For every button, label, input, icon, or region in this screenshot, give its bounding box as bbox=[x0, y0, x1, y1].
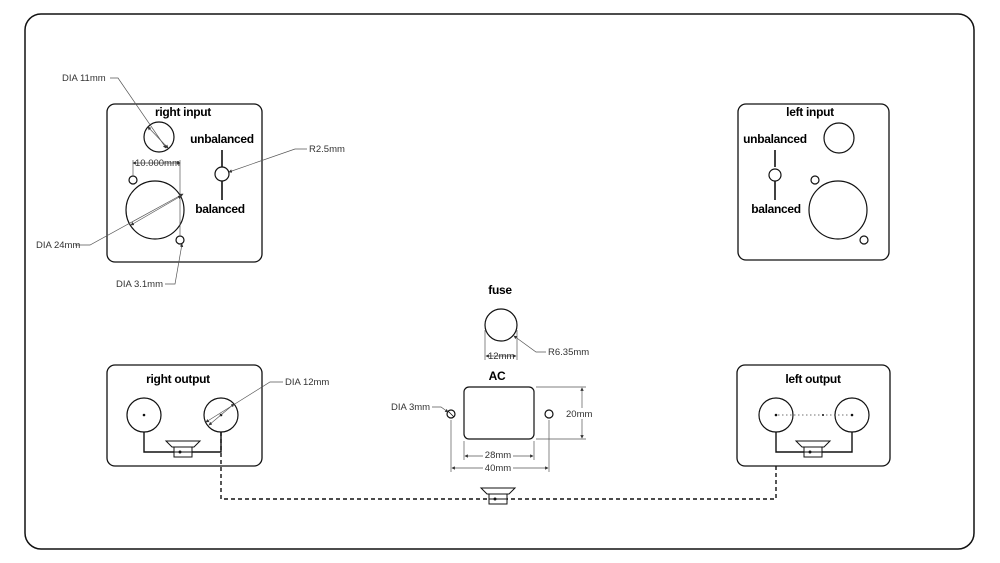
dim-dia-24mm: DIA 24mm bbox=[36, 240, 80, 251]
dim-fuse-12mm: 12mm bbox=[488, 351, 514, 362]
right-input-xlr-screw-bottom bbox=[175, 235, 185, 245]
dim-20mm: 20mm bbox=[566, 409, 592, 420]
dim-10mm: 10.000mm bbox=[135, 158, 180, 169]
dim-dia-12mm: DIA 12mm bbox=[285, 377, 329, 388]
dim-28mm: 28mm bbox=[485, 450, 511, 461]
dim-r-6-35mm: R6.35mm bbox=[548, 347, 589, 358]
right-input-title: right input bbox=[155, 105, 211, 119]
center-speaker-icon bbox=[479, 487, 517, 505]
left-input-panel: left input unbalanced balanced bbox=[737, 103, 890, 261]
right-input-xlr-hole bbox=[125, 180, 185, 240]
left-output-speaker-icon bbox=[794, 440, 832, 458]
left-input-rca-hole bbox=[823, 122, 855, 154]
dim-dia-11mm: DIA 11mm bbox=[62, 73, 106, 84]
ac-title: AC bbox=[489, 369, 506, 383]
dim-r-2-5mm: R2.5mm bbox=[309, 144, 345, 155]
right-output-title: right output bbox=[146, 372, 210, 386]
ac-inlet-cutout bbox=[463, 386, 535, 440]
right-input-xlr-screw-top bbox=[128, 175, 138, 185]
right-output-panel: right output DIA 12mm bbox=[106, 364, 329, 467]
left-input-balanced-label: balanced bbox=[751, 202, 801, 216]
dim-40mm: 40mm bbox=[485, 463, 511, 474]
right-output-speaker-icon bbox=[164, 440, 202, 458]
right-input-balanced-label: balanced bbox=[195, 202, 245, 216]
right-input-unbalanced-label: unbalanced bbox=[190, 132, 254, 146]
right-input-switch-hole bbox=[214, 166, 230, 182]
left-input-xlr-hole bbox=[808, 180, 868, 240]
left-input-title: left input bbox=[786, 105, 834, 119]
fuse-hole bbox=[484, 308, 518, 342]
right-input-panel: right input unbalanced balanced 10.000mm… bbox=[36, 73, 345, 290]
ac-inlet: AC DIA 3mm 28mm 40mm 20mm bbox=[391, 369, 597, 474]
dim-dia-3-1mm: DIA 3.1mm bbox=[116, 279, 163, 290]
left-input-unbalanced-label: unbalanced bbox=[743, 132, 807, 146]
left-output-panel: left output bbox=[736, 364, 891, 467]
left-input-switch-hole bbox=[768, 168, 782, 182]
dim-dia-3mm: DIA 3mm bbox=[391, 402, 430, 413]
ac-screw-right bbox=[544, 409, 554, 419]
right-output-plate bbox=[106, 364, 263, 467]
fuse-holder: fuse 12mm R6.35mm bbox=[484, 283, 589, 362]
left-input-xlr-screw-bottom bbox=[859, 235, 869, 245]
left-output-title: left output bbox=[785, 372, 841, 386]
right-input-rca-hole bbox=[143, 121, 175, 153]
fuse-title: fuse bbox=[488, 283, 512, 297]
left-input-xlr-screw-top bbox=[810, 175, 820, 185]
